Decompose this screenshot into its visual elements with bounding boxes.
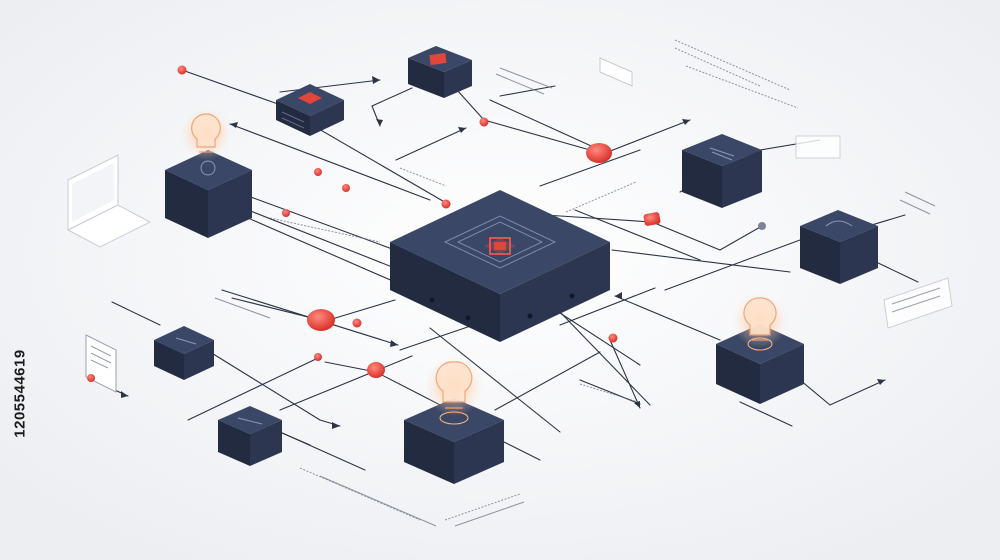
cube-top-center [408,46,472,98]
laptop-icon [66,154,152,248]
cube-right-top [682,134,762,208]
cube-left-bulb [165,150,252,238]
chip-icon [484,237,516,255]
label-marks [214,39,936,527]
stock-id-label: 1205544619 [6,318,34,468]
connector-nodes [87,65,661,382]
stock-id-text: 1205544619 [11,348,29,438]
cube-bottom-left [218,406,282,466]
grey-node [758,222,766,230]
arrow-heads [121,76,885,429]
cube-right-mid [800,210,878,284]
cube-top-left-chip [276,84,344,136]
central-chip [390,190,610,342]
lightbulb-icon [180,108,232,160]
cube-bottom-bulb [404,398,504,484]
screen-panel-icon [599,57,953,329]
cube-left-small [154,326,214,380]
lightbulb-icon [424,356,484,416]
lightbulb-icon [732,292,788,348]
